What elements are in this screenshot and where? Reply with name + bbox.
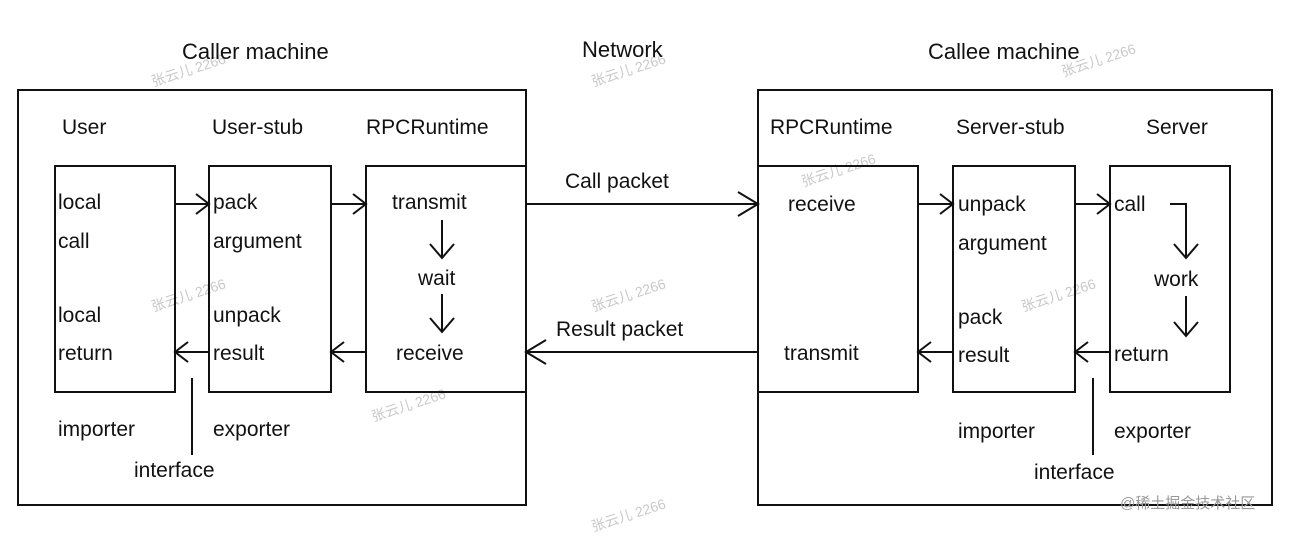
pack-argument-line1: pack: [213, 191, 258, 214]
server-stub-box: [952, 165, 1076, 393]
caller-receive: receive: [396, 342, 464, 365]
callee-interface-label: interface: [1034, 461, 1115, 484]
user-box: [54, 165, 176, 393]
pack-result-line1: pack: [958, 306, 1003, 329]
server-box: [1109, 165, 1231, 393]
local-call-line1: local: [58, 191, 102, 214]
callee-transmit: transmit: [784, 342, 859, 365]
callee-rpcruntime-title: RPCRuntime: [770, 116, 893, 139]
caller-rpcruntime-box: [365, 165, 527, 393]
server-work: work: [1154, 268, 1199, 291]
unpack-argument-line2: argument: [958, 232, 1047, 255]
user-stub-title: User-stub: [212, 116, 304, 139]
pack-argument-line2: argument: [213, 230, 302, 253]
caller-machine-outline: [17, 89, 527, 506]
server-call: call: [1114, 193, 1146, 216]
callee-receive: receive: [788, 193, 856, 216]
user-title: User: [62, 116, 107, 139]
call-packet-label: Call packet: [565, 170, 669, 193]
caller-wait: wait: [418, 267, 456, 290]
local-return-line2: return: [58, 342, 113, 365]
network-header: Network: [582, 37, 663, 62]
server-return: return: [1114, 343, 1169, 366]
server-stub-title: Server-stub: [956, 116, 1065, 139]
caller-importer-label: importer: [58, 418, 136, 441]
server-title: Server: [1146, 116, 1208, 139]
user-stub-box: [208, 165, 332, 393]
result-packet-label: Result packet: [556, 318, 684, 341]
caller-transmit: transmit: [392, 191, 467, 214]
unpack-result-line2: result: [213, 342, 265, 365]
caller-machine-header: Caller machine: [182, 39, 329, 64]
caller-interface-label: interface: [134, 459, 215, 482]
unpack-argument-line1: unpack: [958, 193, 1026, 216]
callee-importer-label: importer: [958, 420, 1036, 443]
unpack-result-line1: unpack: [213, 304, 281, 327]
site-watermark: @稀土掘金技术社区: [1120, 495, 1256, 512]
callee-exporter-label: exporter: [1114, 420, 1192, 443]
pack-result-line2: result: [958, 344, 1010, 367]
callee-rpcruntime-box: [757, 165, 919, 393]
local-return-line1: local: [58, 304, 102, 327]
caller-rpcruntime-title: RPCRuntime: [366, 116, 489, 139]
local-call-line2: call: [58, 230, 90, 253]
callee-machine-header: Callee machine: [928, 39, 1080, 64]
caller-exporter-label: exporter: [213, 418, 291, 441]
